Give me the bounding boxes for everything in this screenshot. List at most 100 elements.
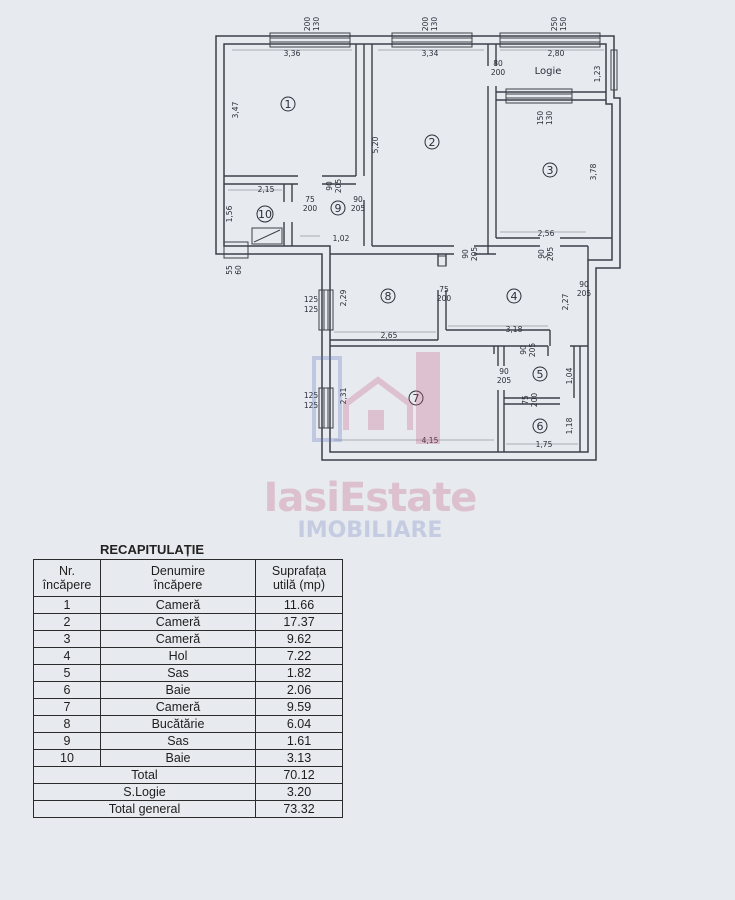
room3-window-height: 130 bbox=[545, 111, 554, 126]
header-nr-line1: Nr. bbox=[59, 564, 75, 578]
room10-window-width: 55 bbox=[225, 265, 234, 275]
cell-nr: 4 bbox=[33, 647, 101, 665]
dim-room10-height: 1,56 bbox=[225, 205, 234, 222]
dim-room7-height: 2,31 bbox=[339, 387, 348, 404]
cell-area: 1.61 bbox=[255, 732, 343, 750]
door-room1-height: 205 bbox=[334, 179, 343, 194]
door-room5-width: 90 bbox=[519, 345, 528, 355]
cell-name: Baie bbox=[100, 749, 256, 767]
cell-nr: 5 bbox=[33, 664, 101, 682]
room7-window-height: 125 bbox=[304, 401, 319, 410]
dim-room6-width: 1,75 bbox=[536, 440, 553, 449]
door-room10-height: 200 bbox=[303, 204, 318, 213]
dim-room5-height: 1,04 bbox=[565, 367, 574, 384]
watermark-logo-graphic bbox=[312, 352, 440, 444]
opening-labels: 200 130 200 130 250 150 150 130 55 60 80… bbox=[225, 17, 591, 410]
cell-area: 11.66 bbox=[255, 596, 343, 614]
room-1-number: 1 bbox=[285, 98, 292, 111]
door-room10-width: 75 bbox=[305, 195, 315, 204]
cell-nr: 3 bbox=[33, 630, 101, 648]
dim-logie-width: 2,80 bbox=[548, 49, 565, 58]
cell-area: 9.59 bbox=[255, 698, 343, 716]
floor-plan: 1 2 3 4 5 6 7 8 9 10 Logie 3,36 3,34 2,8… bbox=[215, 17, 621, 461]
top-window-2-height: 130 bbox=[430, 17, 439, 32]
top-window-3-height: 150 bbox=[559, 17, 568, 32]
dim-room2-height: 5,20 bbox=[371, 136, 380, 153]
room8-window-width: 125 bbox=[304, 295, 319, 304]
room-7-number: 7 bbox=[413, 392, 420, 405]
cell-name: Cameră bbox=[100, 698, 256, 716]
recap-header-row: Nr. încăpere Denumire încăpere Suprafața… bbox=[33, 559, 343, 597]
room-8-number: 8 bbox=[385, 290, 392, 303]
door-room3-height: 205 bbox=[546, 247, 555, 262]
logie-door-width: 80 bbox=[493, 59, 503, 68]
windows bbox=[223, 32, 618, 429]
room-4-number: 4 bbox=[511, 290, 518, 303]
door-room9-width: 90 bbox=[353, 195, 363, 204]
door-room6-height: 200 bbox=[530, 393, 539, 408]
total-area: 70.12 bbox=[255, 766, 343, 784]
room-numbers: 1 2 3 4 5 6 7 8 9 10 Logie bbox=[256, 66, 561, 434]
dim-room3-height: 3,78 bbox=[589, 163, 598, 180]
dim-room1-width: 3,36 bbox=[284, 49, 301, 58]
cell-name: Cameră bbox=[100, 596, 256, 614]
door-room8-width: 75 bbox=[439, 285, 449, 294]
cell-area: 6.04 bbox=[255, 715, 343, 733]
dim-room2-width: 3,34 bbox=[422, 49, 439, 58]
room-9-number: 9 bbox=[335, 202, 342, 215]
dim-room6-height: 1,18 bbox=[565, 417, 574, 434]
cell-name: Cameră bbox=[100, 630, 256, 648]
dim-room4-height: 2,27 bbox=[561, 293, 570, 310]
header-name-line1: Denumire bbox=[150, 564, 206, 578]
room-10-number: 10 bbox=[258, 208, 272, 221]
cell-nr: 1 bbox=[33, 596, 101, 614]
total-label: Total general bbox=[33, 800, 256, 818]
room3-window-width: 150 bbox=[536, 111, 545, 126]
dimension-labels: 3,36 3,34 2,80 2,15 1,02 2,65 3,18 2,56 … bbox=[225, 49, 602, 449]
header-area-line1: Suprafața bbox=[271, 564, 327, 578]
top-window-2-width: 200 bbox=[421, 17, 430, 32]
cell-area: 3.13 bbox=[255, 749, 343, 767]
total-label: S.Logie bbox=[33, 783, 256, 801]
cell-name: Sas bbox=[100, 664, 256, 682]
room7-window-width: 125 bbox=[304, 391, 319, 400]
room8-window-height: 125 bbox=[304, 305, 319, 314]
dim-room9-width: 1,02 bbox=[333, 234, 350, 243]
header-area: Suprafața utilă (mp) bbox=[255, 559, 343, 597]
cell-name: Baie bbox=[100, 681, 256, 699]
door-room6-width: 75 bbox=[521, 395, 530, 405]
entry-door-width: 90 bbox=[579, 280, 589, 289]
top-window-3-width: 250 bbox=[550, 17, 559, 32]
header-nr: Nr. încăpere bbox=[33, 559, 101, 597]
cell-name: Sas bbox=[100, 732, 256, 750]
cell-nr: 7 bbox=[33, 698, 101, 716]
logie-door-height: 200 bbox=[491, 68, 506, 77]
total-label: Total bbox=[33, 766, 256, 784]
dim-room1-height: 3,47 bbox=[231, 101, 240, 118]
door-room2-height: 205 bbox=[470, 247, 479, 262]
cell-name: Hol bbox=[100, 647, 256, 665]
top-window-1-height: 130 bbox=[312, 17, 321, 32]
room-6-number: 6 bbox=[537, 420, 544, 433]
dim-logie-height: 1,23 bbox=[593, 65, 602, 82]
cell-area: 17.37 bbox=[255, 613, 343, 631]
total-area: 3.20 bbox=[255, 783, 343, 801]
cell-name: Bucătărie bbox=[100, 715, 256, 733]
cell-area: 1.82 bbox=[255, 664, 343, 682]
cell-area: 7.22 bbox=[255, 647, 343, 665]
cell-nr: 9 bbox=[33, 732, 101, 750]
cell-nr: 8 bbox=[33, 715, 101, 733]
dimension-lines bbox=[228, 49, 604, 445]
door-room3-width: 90 bbox=[537, 249, 546, 259]
room10-window-height: 60 bbox=[234, 265, 243, 275]
cell-nr: 6 bbox=[33, 681, 101, 699]
